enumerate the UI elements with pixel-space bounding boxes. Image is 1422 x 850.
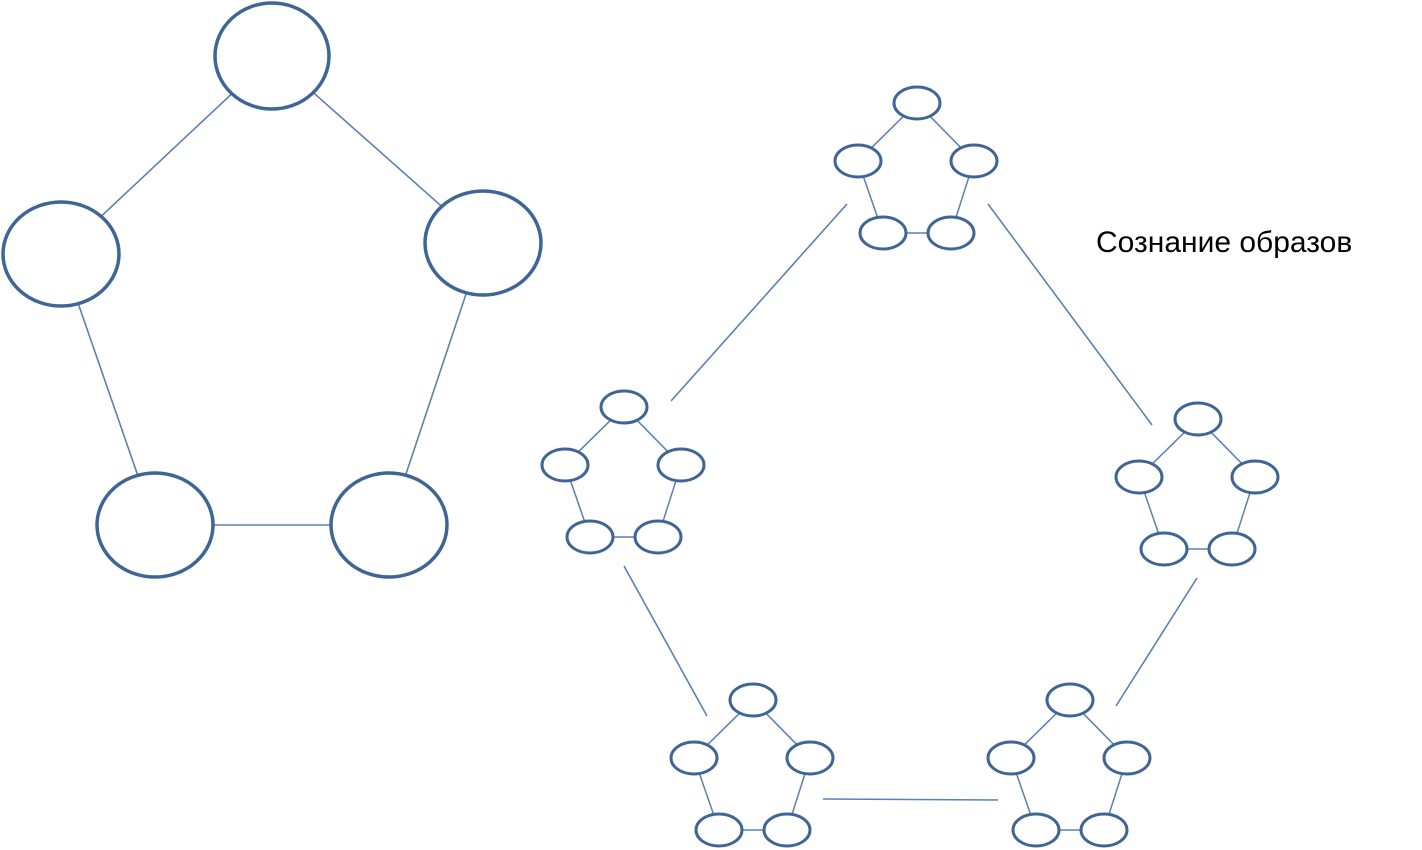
cluster-edge	[955, 176, 970, 218]
cluster-edge	[698, 773, 715, 815]
cluster-edge	[1210, 431, 1243, 465]
big-pentagon-node	[95, 471, 215, 579]
cluster-edge	[870, 115, 905, 149]
cluster-edge	[1108, 773, 1123, 815]
cluster-node	[656, 447, 706, 483]
cluster-edge	[1082, 712, 1115, 746]
cluster-node	[785, 740, 835, 776]
big-pentagon-node	[213, 1, 331, 111]
cluster-node	[986, 740, 1036, 776]
diagram-caption: Сознание образов	[1096, 226, 1353, 259]
big-pentagon-edge	[312, 91, 443, 208]
big-pentagon-node	[329, 471, 449, 579]
cluster-link	[987, 203, 1153, 426]
cluster-link	[670, 203, 848, 402]
cluster-node	[1173, 401, 1223, 437]
cluster-edge	[662, 480, 677, 522]
cluster-node	[1045, 682, 1095, 718]
cluster-edge	[862, 176, 879, 218]
big-pentagon-node	[1, 200, 121, 308]
big-pentagon-edge	[404, 292, 468, 476]
big-pentagon-node	[423, 189, 543, 297]
cluster-edge	[706, 712, 741, 746]
cluster-node	[949, 143, 999, 179]
cluster-link	[822, 798, 999, 801]
cluster-edge	[1151, 431, 1186, 465]
cluster-node	[926, 215, 976, 251]
cluster-edge	[929, 115, 962, 149]
cluster-node	[892, 85, 942, 121]
cluster-node	[762, 812, 812, 848]
cluster-node	[1011, 812, 1061, 848]
edges-layer	[77, 91, 1251, 831]
cluster-node	[633, 519, 683, 555]
cluster-edge	[1015, 773, 1032, 815]
big-pentagon-edge	[100, 93, 233, 217]
cluster-node	[858, 215, 908, 251]
cluster-node	[1114, 459, 1164, 495]
cluster-node	[694, 812, 744, 848]
cluster-edge	[765, 712, 798, 746]
cluster-node	[540, 447, 590, 483]
cluster-edge	[1023, 712, 1058, 746]
cluster-node	[1230, 459, 1280, 495]
cluster-edge	[1143, 492, 1160, 534]
cluster-node	[669, 740, 719, 776]
nodes-layer	[1, 1, 1280, 848]
cluster-edge	[636, 419, 669, 453]
cluster-edge	[577, 419, 612, 453]
cluster-node	[1207, 531, 1257, 567]
cluster-node	[1139, 531, 1189, 567]
cluster-node	[833, 143, 883, 179]
cluster-node	[565, 519, 615, 555]
cluster-edge	[791, 773, 806, 815]
cluster-edge	[1236, 492, 1251, 534]
cluster-link	[1115, 577, 1198, 707]
cluster-node	[1102, 740, 1152, 776]
big-pentagon-edge	[77, 303, 139, 476]
cluster-link	[623, 565, 708, 717]
cluster-node	[728, 682, 778, 718]
cluster-node	[599, 389, 649, 425]
cluster-edge	[569, 480, 586, 522]
cluster-node	[1079, 812, 1129, 848]
